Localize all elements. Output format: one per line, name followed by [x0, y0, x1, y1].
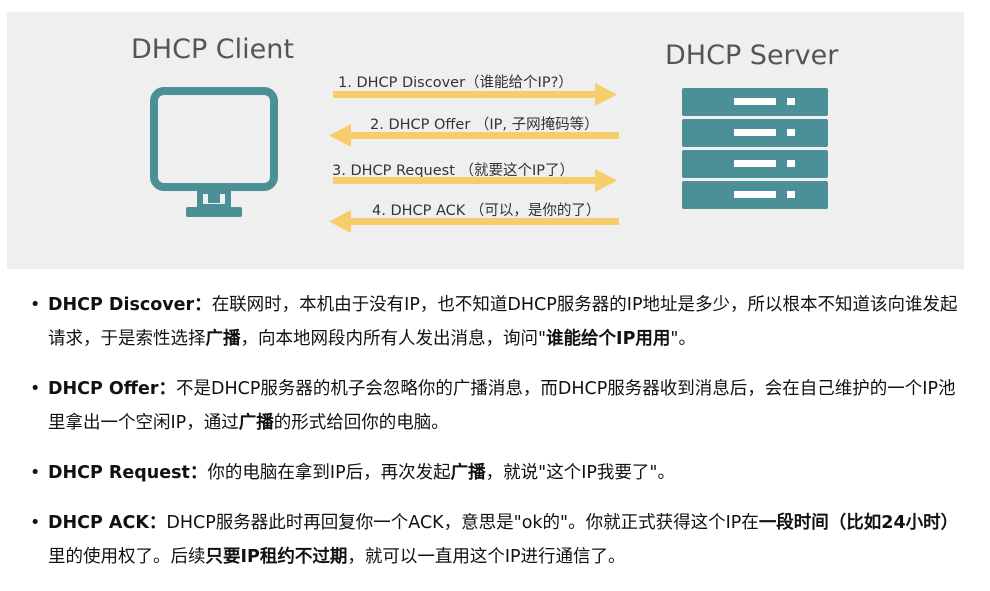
arrow-right-icon — [333, 83, 617, 106]
list-item-ack: • DHCP ACK：DHCP服务器此时再回复你一个ACK，意思是"ok的"。你… — [30, 506, 960, 574]
server-title: DHCP Server — [665, 40, 839, 71]
step-1-label: 1. DHCP Discover（谁能给个IP?） — [338, 75, 573, 91]
bold-segment: 广播 — [450, 463, 486, 483]
term-request: DHCP Request： — [48, 463, 208, 483]
arrow-left-icon — [329, 210, 619, 233]
bold-segment: 只要IP租约不过期 — [205, 547, 348, 567]
text-segment: DHCP服务器此时再回复你一个ACK，意思是"ok的"。你就正式获得这个IP在 — [166, 513, 759, 533]
term-offer: DHCP Offer： — [48, 379, 176, 399]
dhcp-steps-list: • DHCP Discover：在联网时，本机由于没有IP，也不知道DHCP服务… — [30, 288, 960, 590]
bold-segment: 一段时间（比如24小时） — [758, 513, 959, 533]
bullet-icon: • — [30, 295, 41, 315]
term-discover: DHCP Discover： — [48, 295, 212, 315]
text-segment: 不是DHCP服务器的机子会忽略你的广播消息，而DHCP服务器收到消息后，会在自己… — [48, 379, 956, 433]
step-3-label: 3. DHCP Request （就要这个IP了） — [332, 163, 575, 179]
client-title: DHCP Client — [131, 34, 294, 65]
list-item-offer: • DHCP Offer：不是DHCP服务器的机子会忽略你的广播消息，而DHCP… — [30, 372, 960, 440]
bullet-icon: • — [30, 379, 41, 399]
text-segment: ，向本地网段内所有人发出消息，询问" — [240, 329, 547, 349]
step-4-label: 4. DHCP ACK （可以，是你的了） — [372, 203, 601, 219]
text-segment: ，就可以一直用这个IP进行通信了。 — [347, 547, 626, 567]
text-segment: 在联网时，本机由于没有IP，也不知道DHCP服务器的IP地址是多少，所以根本不知… — [48, 295, 958, 349]
step-2-label: 2. DHCP Offer （IP, 子网掩码等） — [370, 117, 599, 133]
bold-segment: 广播 — [238, 413, 274, 433]
text-segment: 的形式给回你的电脑。 — [273, 413, 449, 433]
text-segment: 你的电脑在拿到IP后，再次发起 — [207, 463, 451, 483]
computer-monitor-icon — [150, 87, 278, 217]
list-item-discover: • DHCP Discover：在联网时，本机由于没有IP，也不知道DHCP服务… — [30, 288, 960, 356]
bold-segment: 广播 — [205, 329, 241, 349]
server-rack-icon — [682, 88, 828, 209]
list-item-request: • DHCP Request：你的电脑在拿到IP后，再次发起广播，就说"这个IP… — [30, 456, 960, 490]
arrow-left-icon — [329, 124, 619, 147]
text-segment: ，就说"这个IP我要了"。 — [485, 463, 675, 483]
bold-segment: 谁能给个IP用用 — [546, 329, 671, 349]
arrow-right-icon — [333, 169, 617, 192]
text-segment: 里的使用权了。后续 — [48, 547, 206, 567]
term-ack: DHCP ACK： — [48, 513, 167, 533]
bullet-icon: • — [30, 463, 41, 483]
bullet-icon: • — [30, 513, 41, 533]
text-segment: "。 — [670, 329, 696, 349]
dhcp-diagram: DHCP Client DHCP Server 1. DHCP Discover… — [7, 12, 964, 269]
